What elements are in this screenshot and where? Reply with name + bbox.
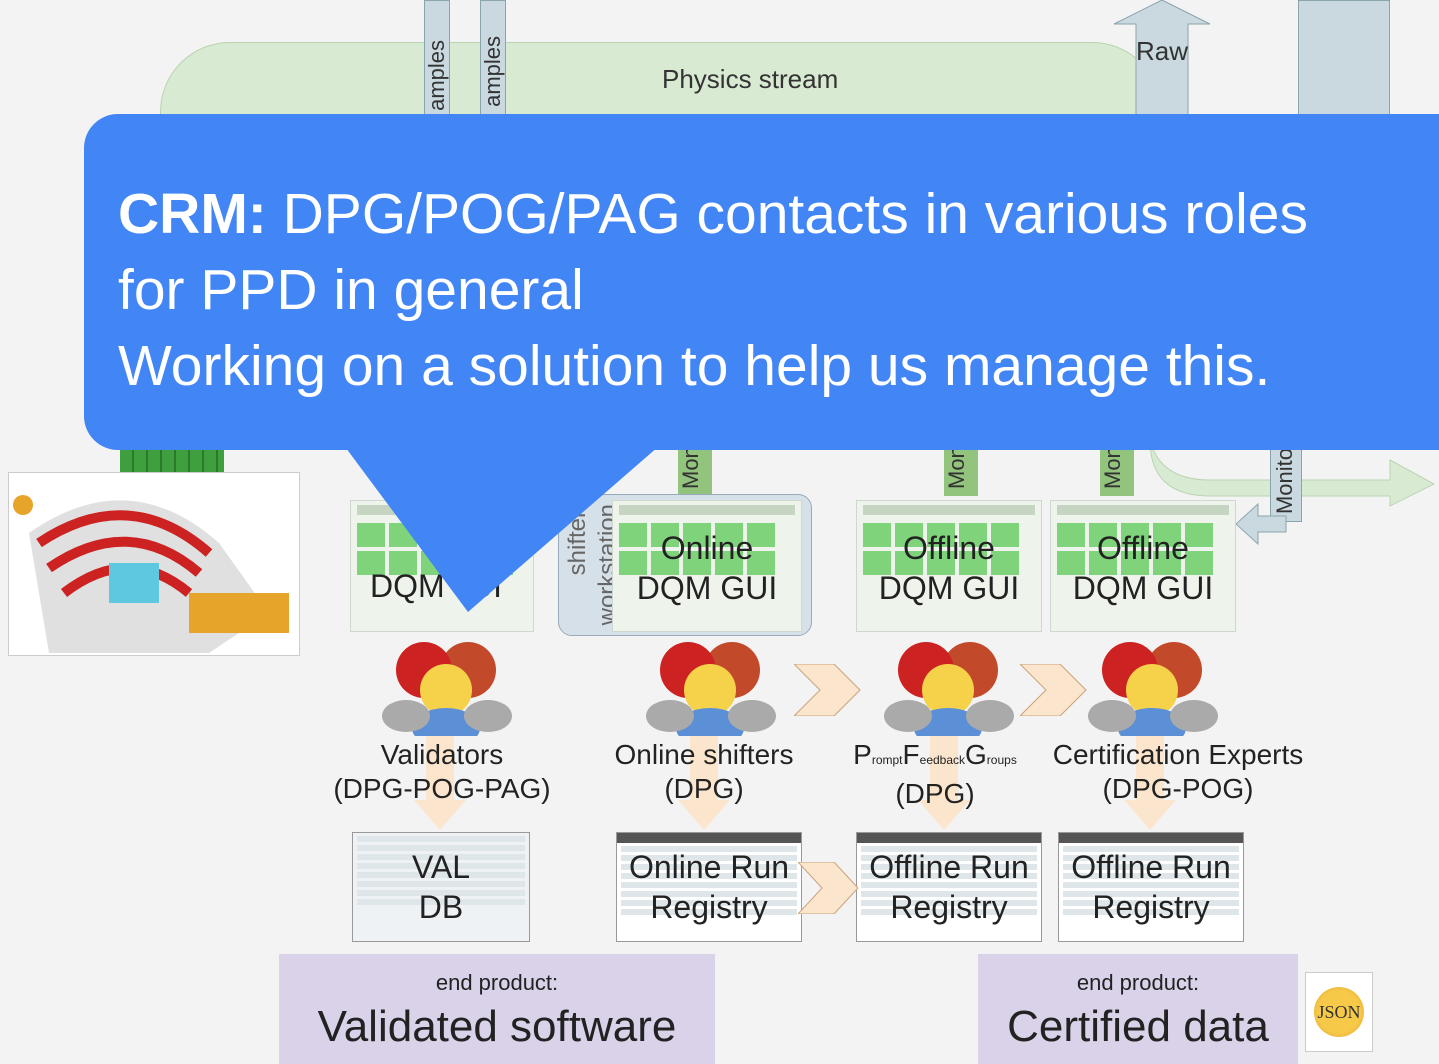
dqm-gui-online-line2: DQM GUI: [636, 570, 778, 606]
callout-tail: [340, 440, 666, 612]
role-prompt-feedback-groups: PromptFeedbackGroups (DPG): [853, 739, 1017, 809]
physics-stream-label: Physics stream: [662, 64, 839, 94]
people-group-icon: [382, 642, 512, 736]
right-pipe: [1298, 0, 1390, 120]
flow-arrow-cert: [1124, 736, 1176, 830]
end-product-validated-software: end product: Validated software: [279, 954, 715, 1064]
end-product-title: Certified data: [1007, 1002, 1269, 1051]
cms-detector-image: [8, 472, 300, 656]
callout-line-1: CRM: DPG/POG/PAG contacts in various rol…: [118, 182, 1308, 246]
role-online-shifters: Online shifters(DPG): [614, 739, 794, 804]
dqm-gui-offline-1: Offline DQM GUI: [856, 500, 1042, 632]
offline-run-registry-1-line2: Registry: [890, 889, 1008, 925]
offline-run-registry-1-line1: Offline Run: [869, 849, 1029, 885]
val-db: VAL DB: [352, 832, 530, 942]
people-group-icon: [1088, 642, 1218, 736]
samples-label-2: amples: [480, 36, 505, 107]
role-certification-experts: Certification Experts(DPG-POG): [1052, 739, 1304, 804]
people-group-icon: [884, 642, 1014, 736]
offline-run-registry-1: Offline Run Registry: [856, 832, 1042, 942]
samples-pipe-1: [424, 0, 450, 120]
samples-label-1: amples: [424, 40, 449, 111]
people-group-icon: [646, 642, 776, 736]
raw-arrow: [1113, 0, 1211, 118]
online-run-registry-line2: Registry: [650, 889, 768, 925]
dqm-gui-online-line1: Online: [660, 530, 754, 566]
val-db-line1: VAL: [411, 849, 471, 885]
callout-text: CRM: DPG/POG/PAG contacts in various rol…: [118, 176, 1308, 404]
dqm-gui-online: Online DQM GUI: [612, 500, 802, 632]
json-logo: JSON: [1305, 972, 1373, 1052]
flow-arrow-online: [678, 736, 730, 830]
online-run-registry: Online Run Registry: [616, 832, 802, 942]
flow-arrow-pfg: [918, 736, 970, 830]
offline-run-registry-2-line1: Offline Run: [1071, 849, 1231, 885]
chevron-right-icon: [794, 664, 861, 716]
offline-run-registry-2: Offline Run Registry: [1058, 832, 1244, 942]
callout-bubble: [84, 114, 1439, 450]
callout-line-2: for PPD in general: [118, 258, 584, 322]
chevron-right-icon: [1020, 664, 1087, 716]
raw-label: Raw: [1136, 36, 1189, 66]
json-badge-icon: JSON: [1314, 987, 1364, 1037]
cms-detector-drawing: [13, 495, 289, 653]
dqm-gui-offline-2-line1: Offline: [1097, 530, 1189, 566]
offline-run-registry-2-line2: Registry: [1092, 889, 1210, 925]
dqm-gui-offline-2-line2: DQM GUI: [1072, 570, 1214, 606]
dqm-gui-offline-1-line2: DQM GUI: [878, 570, 1020, 606]
dqm-gui-offline-1-line1: Offline: [903, 530, 995, 566]
callout-line-3: Working on a solution to help us manage …: [118, 334, 1271, 398]
end-product-label: end product:: [435, 970, 559, 995]
dqm-gui-offline-2: Offline DQM GUI: [1050, 500, 1236, 632]
monitor-return-arrow: [1236, 502, 1287, 546]
end-product-label: end product:: [1076, 970, 1200, 995]
end-product-title: Validated software: [317, 1002, 677, 1051]
role-validators: Validators(DPG-POG-PAG): [333, 739, 551, 804]
flow-arrow-validators: [414, 736, 466, 830]
val-db-line2: DB: [418, 889, 464, 925]
end-product-certified-data: end product: Certified data: [978, 954, 1298, 1064]
chevron-right-icon: [798, 862, 859, 914]
right-flow-arrow: [1150, 440, 1436, 507]
online-run-registry-line1: Online Run: [628, 849, 790, 885]
